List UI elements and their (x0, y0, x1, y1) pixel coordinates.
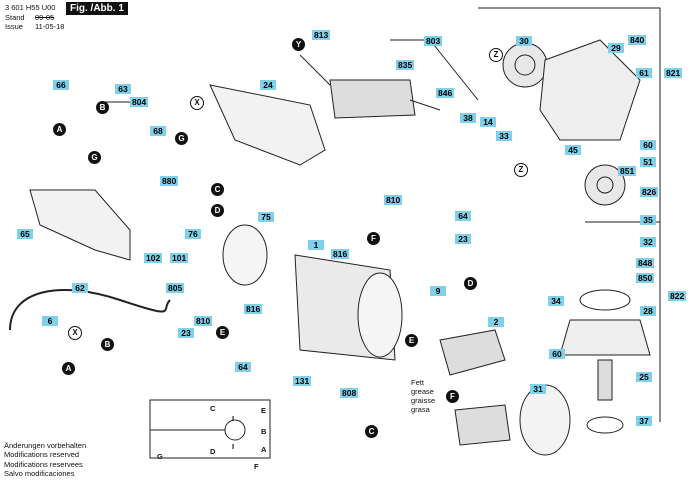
part-label: 2 (488, 317, 504, 327)
schematic-letter: E (261, 406, 267, 415)
connector-letter: E (405, 334, 418, 347)
connector-letter: F (446, 390, 459, 403)
footer-line-fr: Modifications reservees (4, 459, 83, 469)
connector-letter: G (175, 132, 188, 145)
part-label: 64 (235, 362, 251, 372)
connector-letter: C (365, 425, 378, 438)
part-label: 65 (17, 229, 33, 239)
part-label: 9 (430, 286, 446, 296)
part-label: 846 (436, 88, 455, 98)
part-label: 33 (496, 131, 512, 141)
schematic-letter: B (261, 427, 267, 436)
connector-letter: B (96, 101, 109, 114)
part-label: 6 (42, 316, 58, 326)
part-label: 30 (516, 36, 532, 46)
connector-letter: B (101, 338, 114, 351)
schematic-letter: A (261, 445, 267, 454)
part-label: 840 (628, 35, 647, 45)
part-label: 25 (636, 372, 652, 382)
part-label: 803 (424, 36, 443, 46)
part-label: 880 (160, 176, 179, 186)
part-label: 45 (565, 145, 581, 155)
grease-note-fr: graisse (411, 396, 436, 405)
part-label: 66 (53, 80, 69, 90)
issue-value: 11-05-18 (35, 22, 65, 31)
part-label: 34 (548, 296, 564, 306)
part-label: 14 (480, 117, 496, 127)
part-label: 851 (618, 166, 637, 176)
part-label: 808 (340, 388, 359, 398)
connector-letter: Z (514, 163, 528, 177)
part-label: 804 (130, 97, 149, 107)
schematic-letter: C (210, 404, 216, 413)
figure-label: Fig. /Abb. 1 (66, 2, 128, 15)
part-label: 31 (530, 384, 546, 394)
part-label: 24 (260, 80, 276, 90)
part-label: 37 (636, 416, 652, 426)
part-label: 805 (166, 283, 185, 293)
schematic-letter: F (254, 462, 259, 471)
part-label: 23 (178, 328, 194, 338)
grease-note-de: Fett (411, 378, 424, 387)
connector-letter: A (62, 362, 75, 375)
part-label: 848 (636, 258, 655, 268)
connector-letter: Y (292, 38, 305, 51)
connector-letter: X (68, 326, 82, 340)
part-label: 38 (460, 113, 476, 123)
part-label: 810 (194, 316, 213, 326)
part-label: 102 (144, 253, 163, 263)
part-label: 816 (331, 249, 350, 259)
connector-letter: C (211, 183, 224, 196)
issue-label: Issue (5, 22, 23, 31)
part-label: 850 (636, 273, 655, 283)
part-label: 1 (308, 240, 324, 250)
grease-note-es: grasa (411, 405, 430, 414)
connector-letter: F (367, 232, 380, 245)
connector-letter: Z (489, 48, 503, 62)
part-label: 813 (312, 30, 331, 40)
part-label: 68 (150, 126, 166, 136)
part-label: 35 (640, 215, 656, 225)
part-label: 76 (185, 229, 201, 239)
schematic-letter: I (232, 442, 235, 451)
schematic-letter: G (157, 452, 163, 461)
part-label: 61 (636, 68, 652, 78)
stand-value: 09-05 (35, 13, 55, 22)
part-label: 32 (640, 237, 656, 247)
connector-letter: D (211, 204, 224, 217)
part-label: 64 (455, 211, 471, 221)
part-label: 23 (455, 234, 471, 244)
schematic-letter: I (232, 414, 235, 423)
part-label: 822 (668, 291, 687, 301)
part-label: 826 (640, 187, 659, 197)
connector-letter: X (190, 96, 204, 110)
connector-letter: A (53, 123, 66, 136)
grease-note-en: grease (411, 387, 434, 396)
part-label: 131 (293, 376, 312, 386)
part-label: 63 (115, 84, 131, 94)
stand-label: Stand (5, 13, 25, 22)
schematic-letter: D (210, 447, 216, 456)
part-label: 835 (396, 60, 415, 70)
part-label: 29 (608, 43, 624, 53)
part-label: 75 (258, 212, 274, 222)
part-label: 28 (640, 306, 656, 316)
connector-letter: E (216, 326, 229, 339)
part-label: 62 (72, 283, 88, 293)
part-label: 51 (640, 157, 656, 167)
footer-line-de: Änderungen vorbehalten (4, 441, 87, 450)
part-label: 60 (549, 349, 565, 359)
footer-line-es: Salvo modificaciones (4, 468, 75, 478)
part-label: 60 (640, 140, 656, 150)
connector-letter: D (464, 277, 477, 290)
part-label: 101 (170, 253, 189, 263)
part-label: 821 (664, 68, 683, 78)
part-label: 816 (244, 304, 263, 314)
footer-line-en: Modifications reserved (4, 450, 80, 460)
doc-number: 3 601 H55 U00 (5, 3, 56, 12)
part-label: 810 (384, 195, 403, 205)
footer-notes: Änderungen vorbehalten Modifications res… (4, 441, 86, 478)
connector-letter: G (88, 151, 101, 164)
